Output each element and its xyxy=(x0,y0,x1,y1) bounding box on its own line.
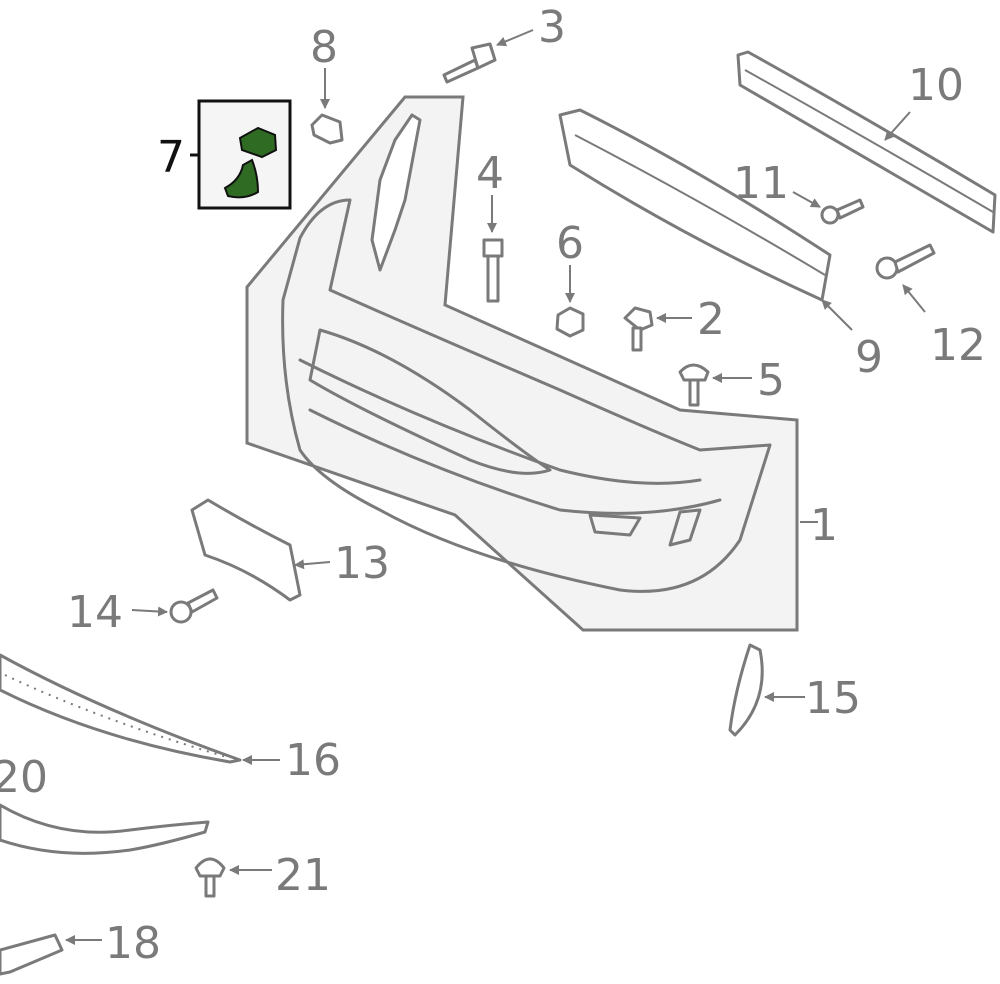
callout-8: 8 xyxy=(310,22,338,73)
clip-part-8[interactable] xyxy=(310,113,344,145)
callout-18: 18 xyxy=(105,918,161,969)
fastener-part-2[interactable] xyxy=(623,306,654,352)
callout-1: 1 xyxy=(810,500,838,551)
bolt-part-14[interactable] xyxy=(169,588,219,624)
callout-5: 5 xyxy=(757,355,785,406)
push-pin-part-5[interactable] xyxy=(678,363,710,407)
lower-trim-part-20[interactable] xyxy=(0,803,210,855)
callout-12: 12 xyxy=(930,320,986,371)
push-pin-part-21[interactable] xyxy=(194,857,226,898)
reinforcement-part-10[interactable] xyxy=(736,50,997,234)
energy-absorber-part-9[interactable] xyxy=(558,108,832,302)
part-7-box[interactable] xyxy=(190,99,292,210)
callout-11: 11 xyxy=(733,158,789,209)
bumper-cover-part[interactable] xyxy=(281,198,772,593)
bracket-part[interactable] xyxy=(370,113,422,272)
bolt-part-3[interactable] xyxy=(442,42,497,84)
lower-trim-part-16[interactable] xyxy=(0,653,242,764)
trim-part-15[interactable] xyxy=(728,643,764,737)
bolt-part-12[interactable] xyxy=(875,243,936,280)
callout-4: 4 xyxy=(476,148,504,199)
trim-part-18[interactable] xyxy=(0,933,64,976)
callout-6: 6 xyxy=(556,218,584,269)
callout-3: 3 xyxy=(538,2,566,53)
bolt-part-11[interactable] xyxy=(820,198,865,225)
callout-16: 16 xyxy=(285,735,341,786)
callout-10: 10 xyxy=(908,60,964,111)
callout-14: 14 xyxy=(67,587,123,638)
plate-bracket-part-13[interactable] xyxy=(190,498,302,602)
callout-20: 20 xyxy=(0,752,48,803)
callout-9: 9 xyxy=(855,332,883,383)
callout-7: 7 xyxy=(157,132,185,183)
callout-13: 13 xyxy=(334,538,390,589)
nut-part-6[interactable] xyxy=(555,306,585,338)
callout-21: 21 xyxy=(275,850,331,901)
callout-15: 15 xyxy=(805,673,861,724)
bolt-part-4[interactable] xyxy=(482,238,504,303)
callout-2: 2 xyxy=(697,294,725,345)
bumper-group-area xyxy=(245,95,799,632)
